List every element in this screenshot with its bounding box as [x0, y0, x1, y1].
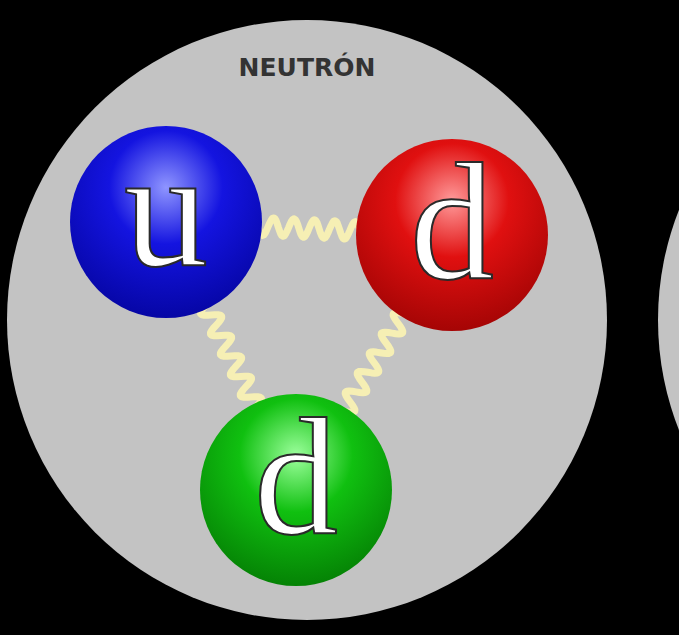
quark-letter: u	[124, 124, 208, 292]
neighbour-disc	[658, 20, 679, 620]
quark-sphere: d	[200, 394, 392, 586]
quark-letter: d	[410, 137, 494, 305]
particle-title: NEUTRÓN	[7, 53, 607, 82]
quark-letter: d	[254, 392, 338, 560]
particle-circle: NEUTRÓNudd	[7, 20, 607, 620]
quark-sphere: u	[70, 126, 262, 318]
gluon-line	[258, 218, 360, 239]
gluon-line	[201, 305, 262, 407]
quark-sphere: d	[356, 139, 548, 331]
gluon-line	[344, 313, 404, 413]
neutron-disc	[7, 20, 607, 620]
